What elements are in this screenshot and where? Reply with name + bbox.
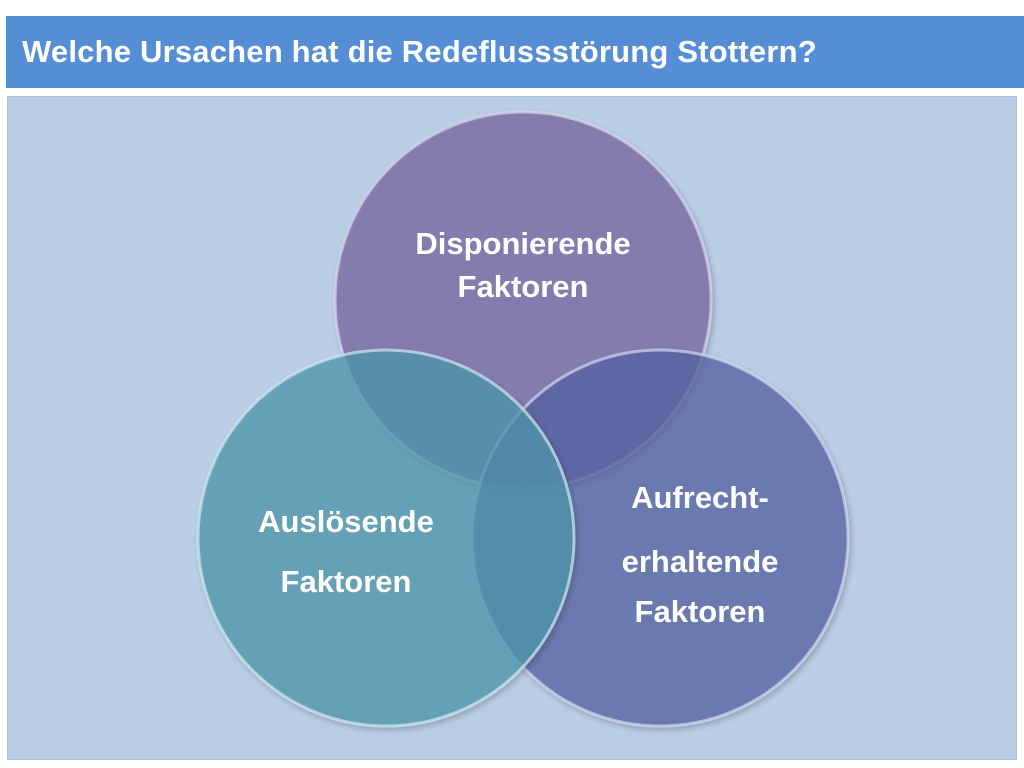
label-ausloesende-line1: Auslösende — [258, 504, 434, 539]
label-aufrechterhaltende-line2: erhaltende — [622, 544, 779, 579]
label-aufrechterhaltende-line1: Aufrecht- — [631, 480, 769, 515]
slide-title: Welche Ursachen hat die Redeflussstörung… — [22, 34, 817, 69]
label-ausloesende-line2: Faktoren — [281, 564, 412, 599]
title-bar: Welche Ursachen hat die Redeflussstörung… — [6, 16, 1024, 88]
label-disponierende-line2: Faktoren — [458, 269, 589, 304]
label-aufrechterhaltende-line3: Faktoren — [635, 594, 766, 629]
label-disponierende-line1: Disponierende — [415, 226, 630, 261]
circle-ausloesende-faktoren — [196, 348, 576, 728]
